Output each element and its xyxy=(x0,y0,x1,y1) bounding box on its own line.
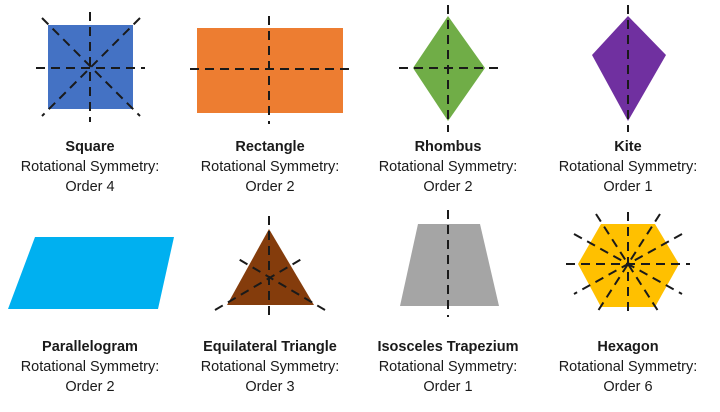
isosceles-trapezium-figure xyxy=(400,210,499,317)
rectangle-figure xyxy=(190,16,352,124)
symmetry-label: Rotational Symmetry: xyxy=(20,359,160,375)
symmetry-order: Order 2 xyxy=(65,379,115,395)
symmetry-label: Rotational Symmetry: xyxy=(558,359,698,375)
symmetry-order: Order 2 xyxy=(245,179,295,195)
rectangle-shape xyxy=(197,28,343,113)
parallelogram-figure xyxy=(8,237,174,309)
shape-name: Kite xyxy=(614,139,642,155)
symmetry-label: Rotational Symmetry: xyxy=(558,159,698,175)
symmetry-line xyxy=(595,213,661,315)
hexagon-symmetry-lines xyxy=(566,212,690,316)
caption-isosceles-trapezium: Isosceles Trapezium Rotational Symmetry:… xyxy=(358,337,538,397)
symmetry-order: Order 2 xyxy=(423,179,473,195)
shape-name: Rhombus xyxy=(414,139,482,155)
equilateral-triangle-shape xyxy=(227,229,314,305)
caption-equilateral-triangle: Equilateral Triangle Rotational Symmetry… xyxy=(180,337,360,397)
hexagon-figure xyxy=(566,212,690,316)
symmetry-order: Order 4 xyxy=(65,179,115,195)
symmetry-label: Rotational Symmetry: xyxy=(378,359,518,375)
square-figure xyxy=(36,12,145,122)
shape-name: Isosceles Trapezium xyxy=(377,339,519,355)
symmetry-label: Rotational Symmetry: xyxy=(200,159,340,175)
parallelogram-shape xyxy=(8,237,174,309)
symmetry-order: Order 3 xyxy=(245,379,295,395)
symmetry-line xyxy=(595,213,661,315)
symmetry-line xyxy=(214,256,306,311)
symmetry-line xyxy=(41,17,141,117)
caption-kite: Kite Rotational Symmetry: Order 1 xyxy=(538,137,718,197)
shape-name: Rectangle xyxy=(235,139,305,155)
symmetry-line xyxy=(573,233,683,295)
kite-figure xyxy=(592,5,666,132)
shape-name: Equilateral Triangle xyxy=(203,339,337,355)
symmetry-order: Order 6 xyxy=(603,379,653,395)
symmetry-order: Order 1 xyxy=(423,379,473,395)
rhombus-symmetry-lines xyxy=(399,5,498,132)
shape-name: Hexagon xyxy=(597,339,659,355)
symmetry-label: Rotational Symmetry: xyxy=(378,159,518,175)
caption-parallelogram: Parallelogram Rotational Symmetry: Order… xyxy=(0,337,180,397)
caption-square: Square Rotational Symmetry: Order 4 xyxy=(0,137,180,197)
symmetry-line xyxy=(234,256,326,311)
rectangle-symmetry-lines xyxy=(190,16,352,124)
triangle-symmetry-lines xyxy=(214,216,326,316)
symmetry-label: Rotational Symmetry: xyxy=(20,159,160,175)
caption-hexagon: Hexagon Rotational Symmetry: Order 6 xyxy=(538,337,718,397)
shape-name: Square xyxy=(65,139,115,155)
caption-rectangle: Rectangle Rotational Symmetry: Order 2 xyxy=(180,137,360,197)
symmetry-line xyxy=(41,17,141,117)
caption-rhombus: Rhombus Rotational Symmetry: Order 2 xyxy=(358,137,538,197)
rhombus-figure xyxy=(399,5,498,132)
isosceles-trapezium-shape xyxy=(400,224,499,306)
square-symmetry-lines xyxy=(36,12,145,122)
symmetry-order: Order 1 xyxy=(603,179,653,195)
equilateral-triangle-figure xyxy=(214,216,326,316)
shape-name: Parallelogram xyxy=(42,339,138,355)
symmetry-label: Rotational Symmetry: xyxy=(200,359,340,375)
